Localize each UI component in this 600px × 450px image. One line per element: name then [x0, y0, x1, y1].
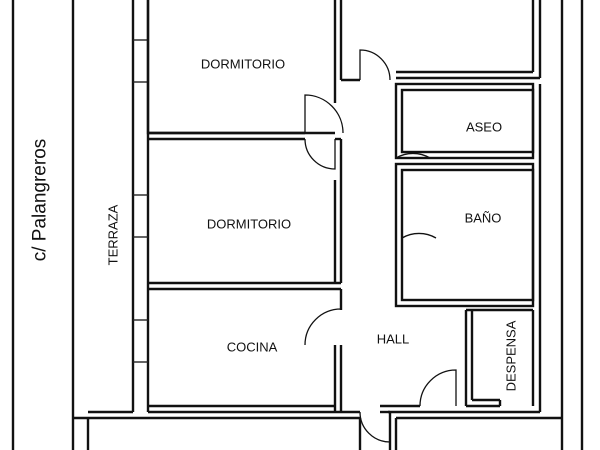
room-hall: [73, 404, 562, 450]
room-label-bano: BAÑO: [465, 211, 502, 226]
door-arc-aseo: [395, 152, 431, 159]
room-label-dormitorio-2: DORMITORIO: [207, 217, 291, 232]
room-dormitorio-1: [146, 0, 337, 135]
lot-boundary: [11, 0, 584, 450]
room-despensa: [464, 84, 542, 412]
door-arc-upper: [359, 49, 391, 81]
door-arc-bano: [401, 232, 437, 239]
room-cocina: [148, 287, 343, 414]
room-label-cocina: COCINA: [227, 340, 278, 355]
room-dormitorio-2: [148, 137, 343, 285]
door-arc-despensa: [419, 369, 457, 407]
room-label-despensa: DESPENSA: [504, 320, 519, 391]
street-label: c/ Palangreros: [30, 139, 51, 262]
door-swings: [304, 49, 457, 443]
room-label-dormitorio-1: DORMITORIO: [201, 57, 285, 72]
room-label-aseo: ASEO: [466, 120, 502, 135]
room-bano: [394, 162, 535, 308]
room-aseo: [394, 82, 535, 160]
door-arc-cocina: [304, 308, 342, 346]
room-upper-right: [339, 0, 542, 82]
room-label-terraza: TERRAZA: [106, 204, 121, 265]
door-arc-dormitorio-2: [304, 138, 336, 170]
door-arc-dormitorio-1: [304, 94, 344, 134]
door-arc-entrance: [359, 411, 391, 443]
room-label-hall: HALL: [377, 332, 410, 347]
